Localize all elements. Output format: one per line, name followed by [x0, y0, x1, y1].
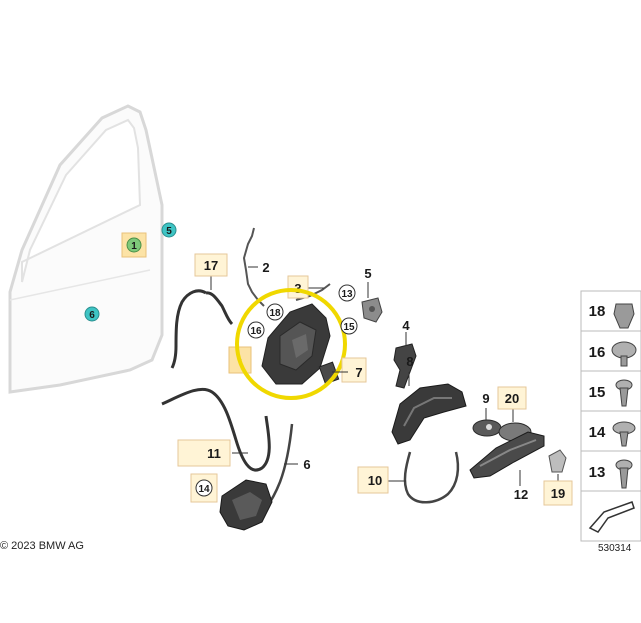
- door-panel: [8, 104, 164, 394]
- part-2-rod: [242, 227, 265, 307]
- clip-nut-icon: [613, 303, 635, 329]
- svg-text:14: 14: [198, 484, 210, 495]
- callout-17[interactable]: 17: [194, 253, 228, 277]
- svg-text:19: 19: [551, 486, 565, 501]
- callout-20[interactable]: 20: [497, 386, 527, 410]
- part-5-striker: [361, 282, 383, 323]
- callout-6[interactable]: 6: [303, 457, 310, 472]
- svg-text:13: 13: [341, 289, 353, 300]
- svg-text:18: 18: [589, 303, 606, 320]
- callout-12[interactable]: 12: [514, 487, 528, 502]
- part-9-cap: [472, 408, 502, 437]
- part-6-cable: [264, 423, 298, 509]
- callout-3[interactable]: 3: [287, 275, 309, 299]
- highlight-ring: [235, 288, 347, 400]
- callout-13[interactable]: 13: [338, 284, 356, 302]
- svg-text:11: 11: [207, 446, 221, 461]
- svg-text:15: 15: [343, 322, 355, 333]
- callout-7[interactable]: 7: [332, 357, 367, 383]
- svg-text:14: 14: [589, 424, 606, 441]
- callout-6-teal[interactable]: 6: [84, 306, 100, 322]
- svg-text:6: 6: [89, 310, 95, 321]
- diagram-id: 530314: [598, 543, 632, 554]
- svg-text:20: 20: [505, 391, 519, 406]
- round-head-screw-icon: [611, 341, 637, 367]
- torx-screw-icon: [615, 459, 633, 489]
- callout-9[interactable]: 9: [482, 391, 489, 406]
- callout-4[interactable]: 4: [402, 318, 410, 333]
- side-item-16[interactable]: 16: [580, 330, 641, 372]
- svg-text:16: 16: [250, 326, 262, 337]
- side-item-14[interactable]: 14: [580, 410, 641, 452]
- callout-18[interactable]: 18: [266, 303, 284, 321]
- svg-text:2: 2: [262, 260, 269, 275]
- part-4-bracket: [393, 332, 417, 389]
- svg-text:17: 17: [204, 258, 218, 273]
- torx-screw-icon: [615, 379, 633, 407]
- side-item-arrow: [580, 490, 641, 542]
- copyright-text: © 2023 BMW AG: [0, 540, 84, 552]
- callout-14[interactable]: 14: [190, 473, 218, 503]
- svg-text:15: 15: [589, 384, 606, 401]
- svg-text:13: 13: [589, 464, 606, 481]
- svg-text:1: 1: [131, 241, 137, 252]
- svg-text:16: 16: [589, 344, 606, 361]
- fastener-side-panel: 18 16 15 14: [580, 290, 641, 542]
- callout-5[interactable]: 5: [364, 266, 371, 281]
- callout-11[interactable]: 11: [177, 439, 231, 467]
- svg-text:5: 5: [364, 266, 371, 281]
- door-lock-assembly: [261, 303, 340, 385]
- direction-arrow-icon: [588, 501, 635, 533]
- svg-text:5: 5: [166, 226, 172, 237]
- svg-text:18: 18: [269, 308, 281, 319]
- svg-text:6: 6: [303, 457, 310, 472]
- side-item-15[interactable]: 15: [580, 370, 641, 412]
- part-17-cable: [170, 266, 234, 369]
- part-8-handle-carrier: [391, 372, 467, 445]
- flange-screw-icon: [612, 421, 636, 447]
- svg-text:9: 9: [482, 391, 489, 406]
- side-item-13[interactable]: 13: [580, 450, 641, 492]
- part-12-outer-handle: [469, 431, 545, 486]
- svg-text:7: 7: [355, 365, 362, 380]
- callout-2[interactable]: 2: [262, 260, 269, 275]
- part-10-cable: [388, 451, 460, 504]
- callout-19[interactable]: 19: [543, 480, 573, 506]
- callout-5-teal[interactable]: 5: [161, 222, 177, 238]
- callout-8[interactable]: 8: [406, 354, 413, 369]
- part-14-actuator: [219, 479, 273, 531]
- callout-1[interactable]: 1: [121, 232, 147, 258]
- callout-15[interactable]: 15: [340, 317, 358, 335]
- svg-text:10: 10: [368, 473, 382, 488]
- part-19-cap: [548, 449, 567, 484]
- svg-text:4: 4: [402, 318, 410, 333]
- callout-16[interactable]: 16: [247, 321, 265, 339]
- svg-text:12: 12: [514, 487, 528, 502]
- callout-10[interactable]: 10: [357, 466, 389, 494]
- svg-text:8: 8: [406, 354, 413, 369]
- part-11-cable: [161, 387, 271, 472]
- side-item-18[interactable]: 18: [580, 290, 641, 332]
